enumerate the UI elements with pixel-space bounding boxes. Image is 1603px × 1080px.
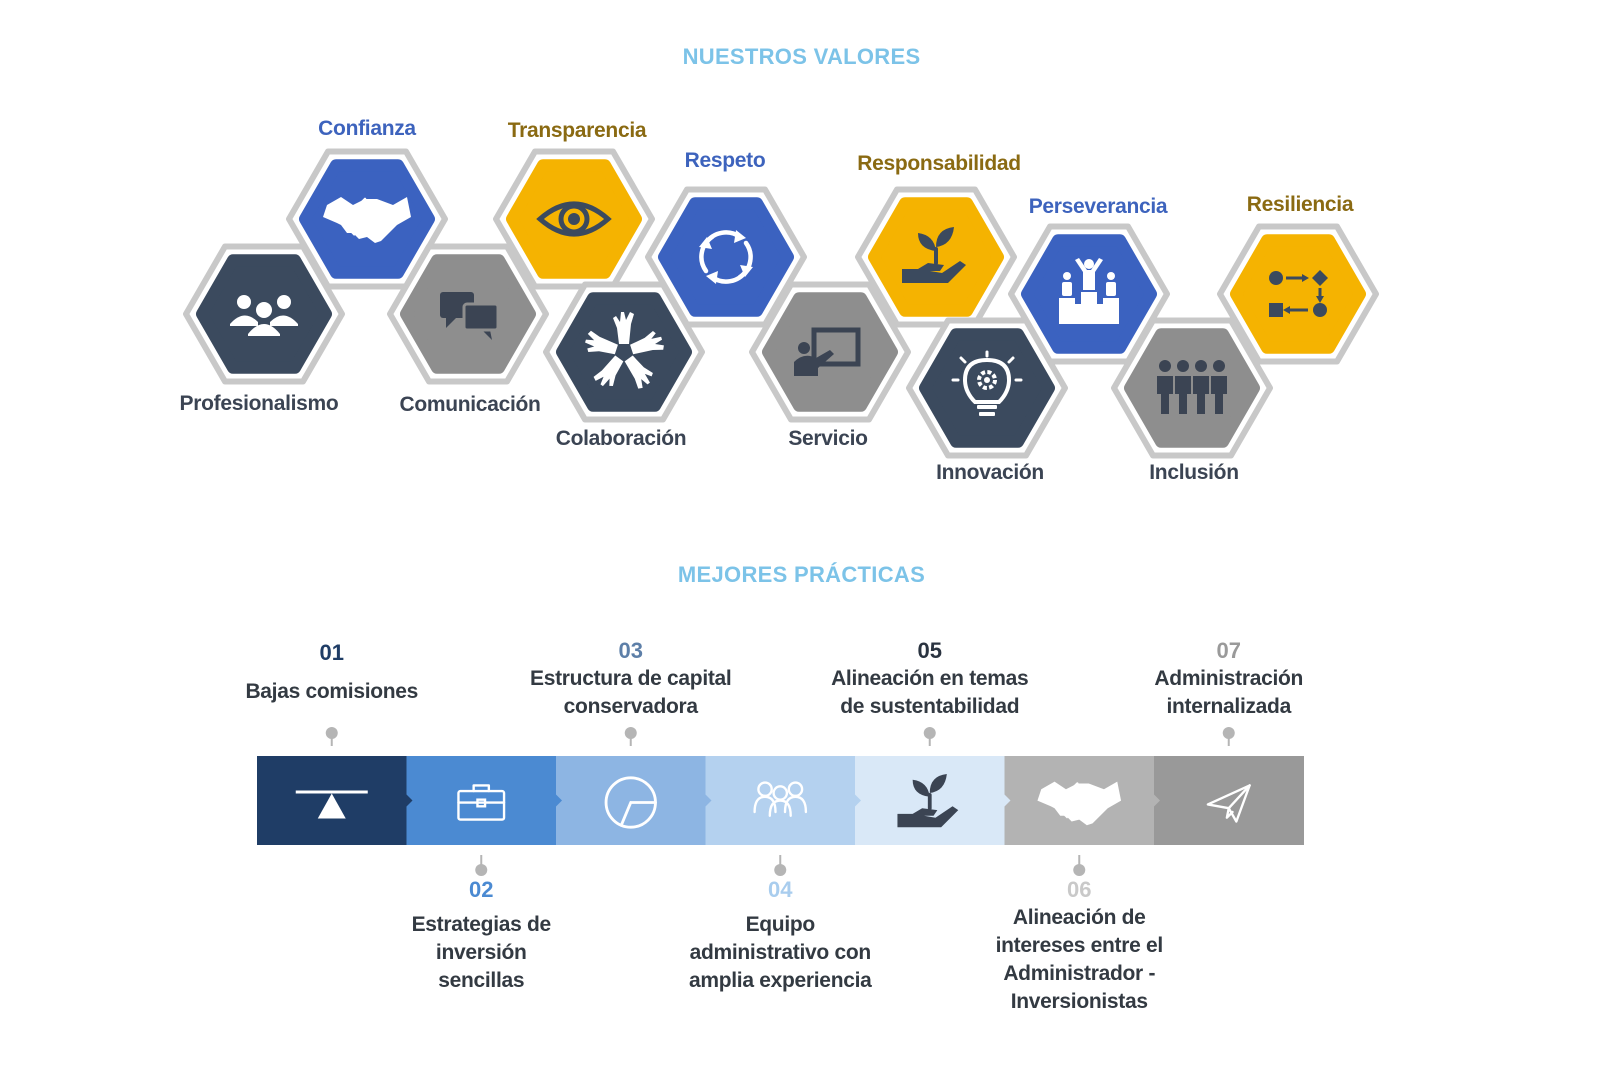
practice-pin-04 bbox=[774, 855, 787, 876]
paper-plane-icon bbox=[1206, 784, 1251, 823]
practice-pin-07 bbox=[1222, 727, 1235, 746]
practice-number-06: 06 bbox=[1067, 877, 1092, 902]
practice-text-01: Bajas comisiones bbox=[245, 678, 418, 706]
value-hex-10 bbox=[1008, 223, 1170, 365]
practice-text-line: sencillas bbox=[438, 969, 525, 992]
handshake-icon bbox=[1037, 781, 1122, 826]
value-label-3: Comunicación bbox=[399, 393, 541, 416]
practice-text-05: Alineación en temas de sustentabilidad bbox=[831, 665, 1029, 721]
presentation-board-icon bbox=[794, 327, 861, 376]
value-hex-8 bbox=[855, 186, 1017, 328]
practice-segment-02 bbox=[406, 756, 557, 845]
practice-text-07: Administración internalizada bbox=[1154, 665, 1303, 721]
value-label-2: Confianza bbox=[318, 117, 416, 140]
hand-plant-icon bbox=[902, 227, 966, 283]
balance-icon bbox=[295, 790, 368, 819]
cycle-arrows-icon bbox=[699, 230, 753, 284]
handshake-icon bbox=[323, 197, 411, 243]
value-hex-4 bbox=[493, 148, 655, 290]
hand-plant-icon bbox=[897, 774, 959, 828]
value-label-8: Responsabilidad bbox=[857, 152, 1021, 175]
practice-segment-07 bbox=[1154, 756, 1304, 845]
practice-text-line: Estructura de capital bbox=[530, 667, 732, 690]
practice-text-line: Administración bbox=[1154, 667, 1304, 690]
values-title: NUESTROS VALORES bbox=[682, 44, 921, 69]
value-hex-7 bbox=[749, 281, 911, 423]
practice-text-line: Estrategias de bbox=[411, 913, 552, 936]
value-label-4: Transparencia bbox=[507, 119, 647, 142]
eye-icon bbox=[536, 201, 612, 237]
practice-text-line: inversión bbox=[435, 941, 527, 964]
practice-segment-01 bbox=[257, 756, 407, 845]
practice-text-line: conservadora bbox=[563, 695, 698, 718]
practice-text-line: Administrador - bbox=[1003, 962, 1156, 985]
practice-text-line: de sustentabilidad bbox=[840, 695, 1020, 718]
practice-text-line: intereses entre el bbox=[995, 934, 1164, 957]
practice-text-line: amplia experiencia bbox=[688, 969, 872, 992]
team-icon bbox=[753, 781, 808, 817]
value-label-11: Inclusión bbox=[1149, 461, 1239, 484]
process-flow-icon bbox=[1269, 270, 1328, 317]
practice-pin-01 bbox=[325, 727, 338, 746]
practice-text-02: Estrategias de inversión sencillas bbox=[411, 911, 552, 995]
value-label-6: Respeto bbox=[684, 149, 766, 172]
practice-text-line: administrativo con bbox=[689, 941, 872, 964]
practice-text-03: Estructura de capital conservadora bbox=[530, 665, 732, 721]
practice-pin-06 bbox=[1073, 855, 1086, 876]
value-label-5: Colaboración bbox=[555, 427, 687, 450]
value-hex-11 bbox=[1111, 317, 1273, 459]
value-hex-1 bbox=[183, 243, 345, 385]
practice-text-line: Equipo bbox=[745, 913, 816, 936]
value-hex-3 bbox=[387, 243, 549, 385]
practice-text-04: Equipo administrativo con amplia experienc… bbox=[689, 911, 872, 995]
value-label-12: Resiliencia bbox=[1246, 193, 1354, 216]
practice-text-06: Alineación de intereses entre el Administr… bbox=[995, 904, 1164, 1016]
value-hex-5 bbox=[543, 281, 705, 423]
chat-bubbles-icon bbox=[440, 292, 500, 340]
people-row-icon bbox=[1157, 360, 1227, 414]
practice-pin-05 bbox=[923, 727, 936, 746]
value-label-9: Innovación bbox=[936, 461, 1044, 484]
lightbulb-gear-icon bbox=[951, 350, 1023, 416]
practice-number-07: 07 bbox=[1216, 638, 1241, 663]
practice-pin-03 bbox=[624, 727, 637, 746]
practice-text-line: Alineación de bbox=[1012, 906, 1146, 929]
practice-number-02: 02 bbox=[469, 877, 494, 902]
value-hex-9 bbox=[906, 317, 1068, 459]
practice-text-line: Alineación en temas bbox=[831, 667, 1029, 690]
practice-segment-03 bbox=[556, 756, 706, 845]
practice-number-03: 03 bbox=[618, 638, 643, 663]
practice-number-04: 04 bbox=[768, 877, 793, 902]
pie-chart-icon bbox=[604, 776, 657, 829]
practice-segment-04 bbox=[705, 756, 856, 845]
practice-pin-02 bbox=[475, 855, 488, 876]
value-label-10: Perseverancia bbox=[1028, 195, 1168, 218]
people-group-icon bbox=[230, 295, 298, 336]
practice-text-line: Inversionistas bbox=[1010, 990, 1148, 1013]
practice-text-line: Bajas comisiones bbox=[245, 680, 419, 703]
practice-number-01: 01 bbox=[319, 640, 344, 665]
podium-icon bbox=[1059, 258, 1119, 324]
practice-number-05: 05 bbox=[917, 638, 942, 663]
practice-segment-05 bbox=[855, 756, 1005, 845]
practice-segment-06 bbox=[1004, 756, 1155, 845]
hands-circle-icon bbox=[585, 312, 664, 389]
value-hex-12 bbox=[1217, 223, 1379, 365]
value-hex-2 bbox=[286, 148, 448, 290]
value-label-1: Profesionalismo bbox=[179, 392, 339, 415]
value-label-7: Servicio bbox=[788, 427, 868, 450]
value-hex-6 bbox=[645, 186, 807, 328]
briefcase-icon bbox=[457, 784, 506, 821]
practices-title: MEJORES PRÁCTICAS bbox=[677, 562, 926, 587]
practice-text-line: internalizada bbox=[1166, 695, 1292, 718]
